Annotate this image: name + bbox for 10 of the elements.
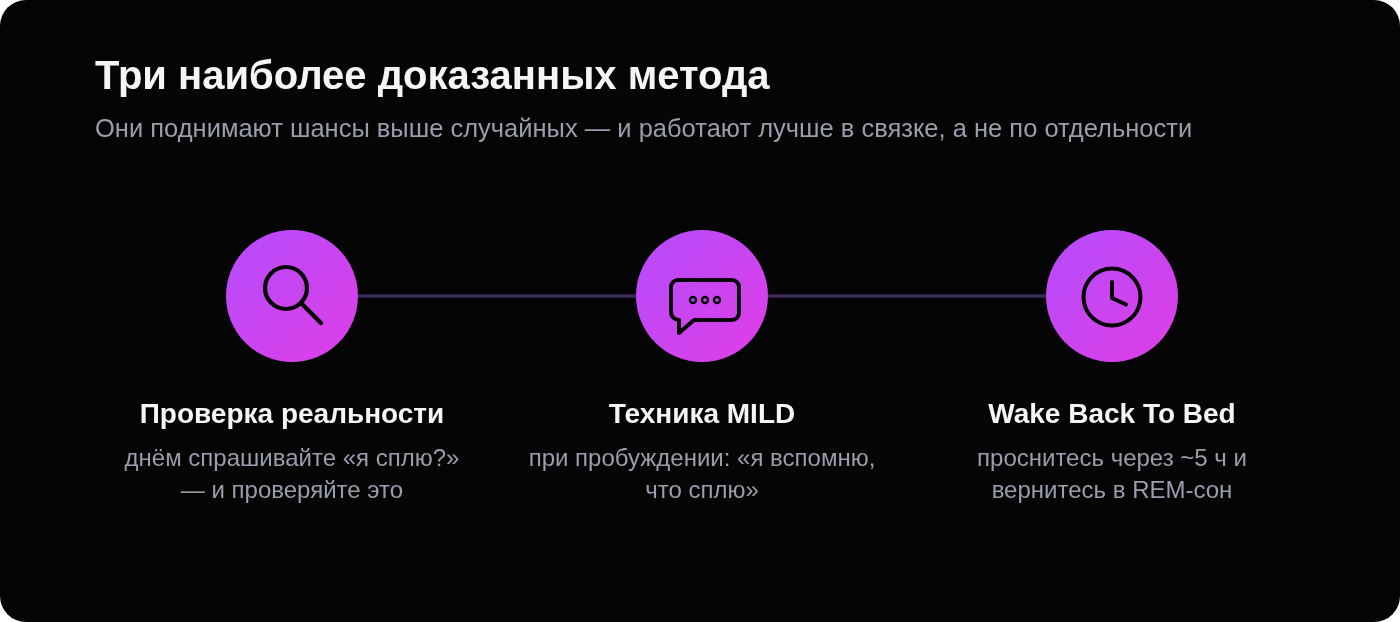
- connector-line: [358, 294, 636, 298]
- subtitle: Они поднимают шансы выше случайных — и работают лучше в связке, а не по отдельности: [95, 113, 1193, 144]
- step-heading: Wake Back To Bed: [987, 397, 1237, 431]
- title: Три наиболее доказанных метода: [95, 52, 770, 99]
- step-heading: Проверка реальности: [138, 397, 446, 431]
- step-description: проснитесь через ~5 ч и вернитесь в REM-сон: [976, 443, 1248, 505]
- step-description: днём спрашивайте «я сплю?» — и проверяйте это: [123, 443, 461, 505]
- step-description: при пробуждении: «я вспомню, что сплю»: [527, 443, 877, 505]
- connector-line: [768, 294, 1046, 298]
- step-heading: Техника MILD: [607, 397, 797, 431]
